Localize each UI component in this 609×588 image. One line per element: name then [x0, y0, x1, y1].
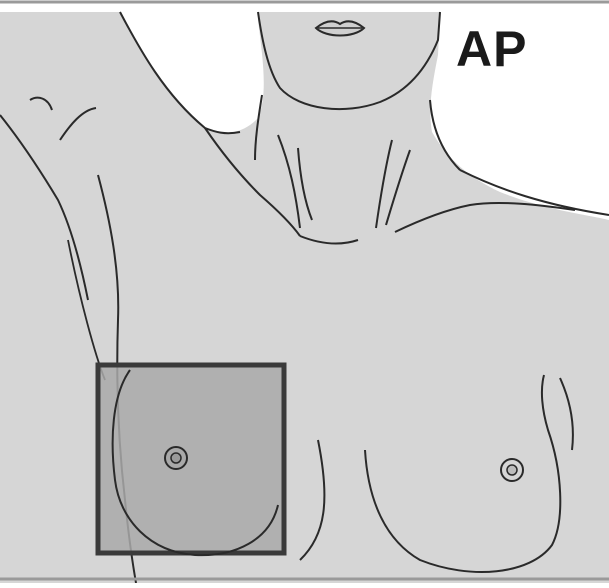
right-nipple-center: [507, 465, 517, 475]
left-nipple-center: [171, 453, 181, 463]
radiation-field-square: [98, 365, 284, 553]
view-label: AP: [456, 24, 527, 74]
